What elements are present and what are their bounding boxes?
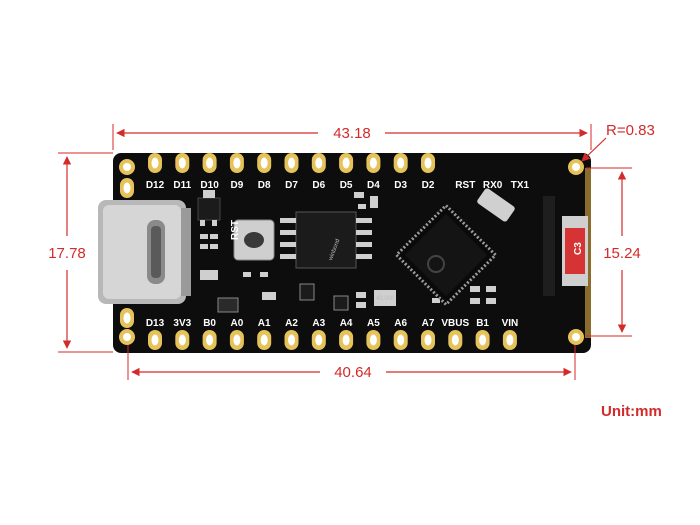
top-pin-pad-hole: [288, 157, 295, 169]
dimension-top-width: 43.18: [112, 124, 592, 150]
crystal-oscillator: 40.000: [374, 188, 515, 306]
dimension-left-height-label: 17.78: [48, 245, 86, 262]
usb-c-connector-icon: [98, 200, 191, 304]
pin-label: D8: [258, 180, 271, 191]
pin-label: A3: [312, 318, 325, 329]
pin-label: A4: [340, 318, 353, 329]
top-pin-pad-hole: [233, 157, 241, 169]
pin-label: D10: [200, 180, 219, 191]
flash-memory-chip: winbond: [280, 211, 372, 269]
pin-label: A6: [394, 318, 407, 329]
pin-label: D5: [340, 180, 353, 191]
unit-label: Unit:mm: [601, 403, 662, 420]
top-pin-pad-hole: [151, 157, 159, 169]
bottom-pin-pad-hole: [151, 334, 159, 346]
bottom-pin-pad-hole: [233, 334, 241, 346]
reset-button-label: RST: [230, 220, 241, 240]
dimension-top-width-label: 43.18: [333, 125, 371, 142]
pin-label: 3V3: [173, 318, 191, 329]
top-pin-pad-hole: [369, 157, 377, 169]
bottom-pin-pad-hole: [206, 334, 214, 346]
rgb-led-module: C3: [543, 196, 588, 296]
pin-label: D7: [285, 180, 298, 191]
dimension-right-height: 15.24: [586, 167, 641, 337]
bottom-pin-pad-hole: [506, 334, 514, 346]
pin-label: D13: [146, 318, 165, 329]
bottom-pin-pad-hole: [397, 334, 405, 346]
top-pin-pad-hole: [342, 157, 350, 169]
top-pin-labels: D12 D11 D10 D9 D8 D7 D6 D5 D4 D3 D2 RST RX0 TX1: [146, 180, 530, 191]
crystal-label: 40.000: [376, 296, 395, 302]
top-pin-pad-hole: [260, 157, 268, 169]
pin-label: D2: [422, 180, 435, 191]
pin-label: B0: [203, 318, 216, 329]
top-pin-pad-hole: [315, 157, 323, 169]
bottom-pin-pad-hole: [424, 334, 432, 346]
bottom-pin-pad-hole: [451, 334, 459, 346]
bottom-pin-pad-hole: [315, 334, 323, 346]
passive-components: [200, 192, 496, 313]
pin-label: D6: [312, 180, 325, 191]
mounting-holes: [119, 159, 584, 345]
side-pin-pad-hole: [123, 182, 131, 194]
pin-label: RX0: [483, 180, 503, 191]
pin-label: B1: [476, 318, 489, 329]
pin-label: A7: [422, 318, 435, 329]
dimension-bottom-width: 40.64: [127, 345, 576, 381]
top-pin-pads: [120, 153, 435, 328]
top-pin-pad-hole: [206, 157, 214, 169]
bottom-pin-pad-hole: [178, 334, 186, 346]
bottom-pin-pad-hole: [479, 334, 487, 346]
pin-label: A2: [285, 318, 298, 329]
pin-label: A5: [367, 318, 380, 329]
pin-label: RST: [455, 180, 475, 191]
pin-label: A1: [258, 318, 271, 329]
dimension-left-height: 17.78: [48, 152, 113, 353]
espressif-logo-icon: [427, 255, 445, 273]
dimension-corner-radius-label: R=0.83: [606, 122, 655, 139]
svg-text:C3: C3: [573, 242, 584, 255]
dimension-bottom-width-label: 40.64: [334, 364, 372, 381]
pin-label: D9: [231, 180, 244, 191]
pin-label: D4: [367, 180, 380, 191]
pin-label: TX1: [511, 180, 530, 191]
pin-label: D12: [146, 180, 165, 191]
top-pin-pad-hole: [178, 157, 186, 169]
bottom-pin-pads: [148, 330, 517, 350]
bottom-pin-pad-hole: [342, 334, 350, 346]
bottom-pin-pad-hole: [369, 334, 377, 346]
top-pin-pad-hole: [397, 157, 405, 169]
pin-label: A0: [231, 318, 244, 329]
pin-label: VBUS: [441, 318, 469, 329]
pin-label: VIN: [502, 318, 519, 329]
bottom-pin-pad-hole: [260, 334, 268, 346]
bottom-pin-pad-hole: [288, 334, 295, 346]
bottom-pin-labels: D13 3V3 B0 A0 A1 A2 A3 A4 A5 A6 A7 VBUS B1 VIN: [146, 318, 518, 329]
dimension-right-height-label: 15.24: [603, 245, 641, 262]
voltage-regulator: [197, 190, 221, 226]
top-pin-pad-hole: [424, 157, 432, 169]
pin-label: D11: [173, 180, 191, 191]
dimension-corner-radius: R=0.83: [581, 122, 655, 162]
pin-label: D3: [394, 180, 407, 191]
reset-button: RST: [230, 219, 275, 261]
side-pin-pad-hole: [123, 312, 131, 324]
